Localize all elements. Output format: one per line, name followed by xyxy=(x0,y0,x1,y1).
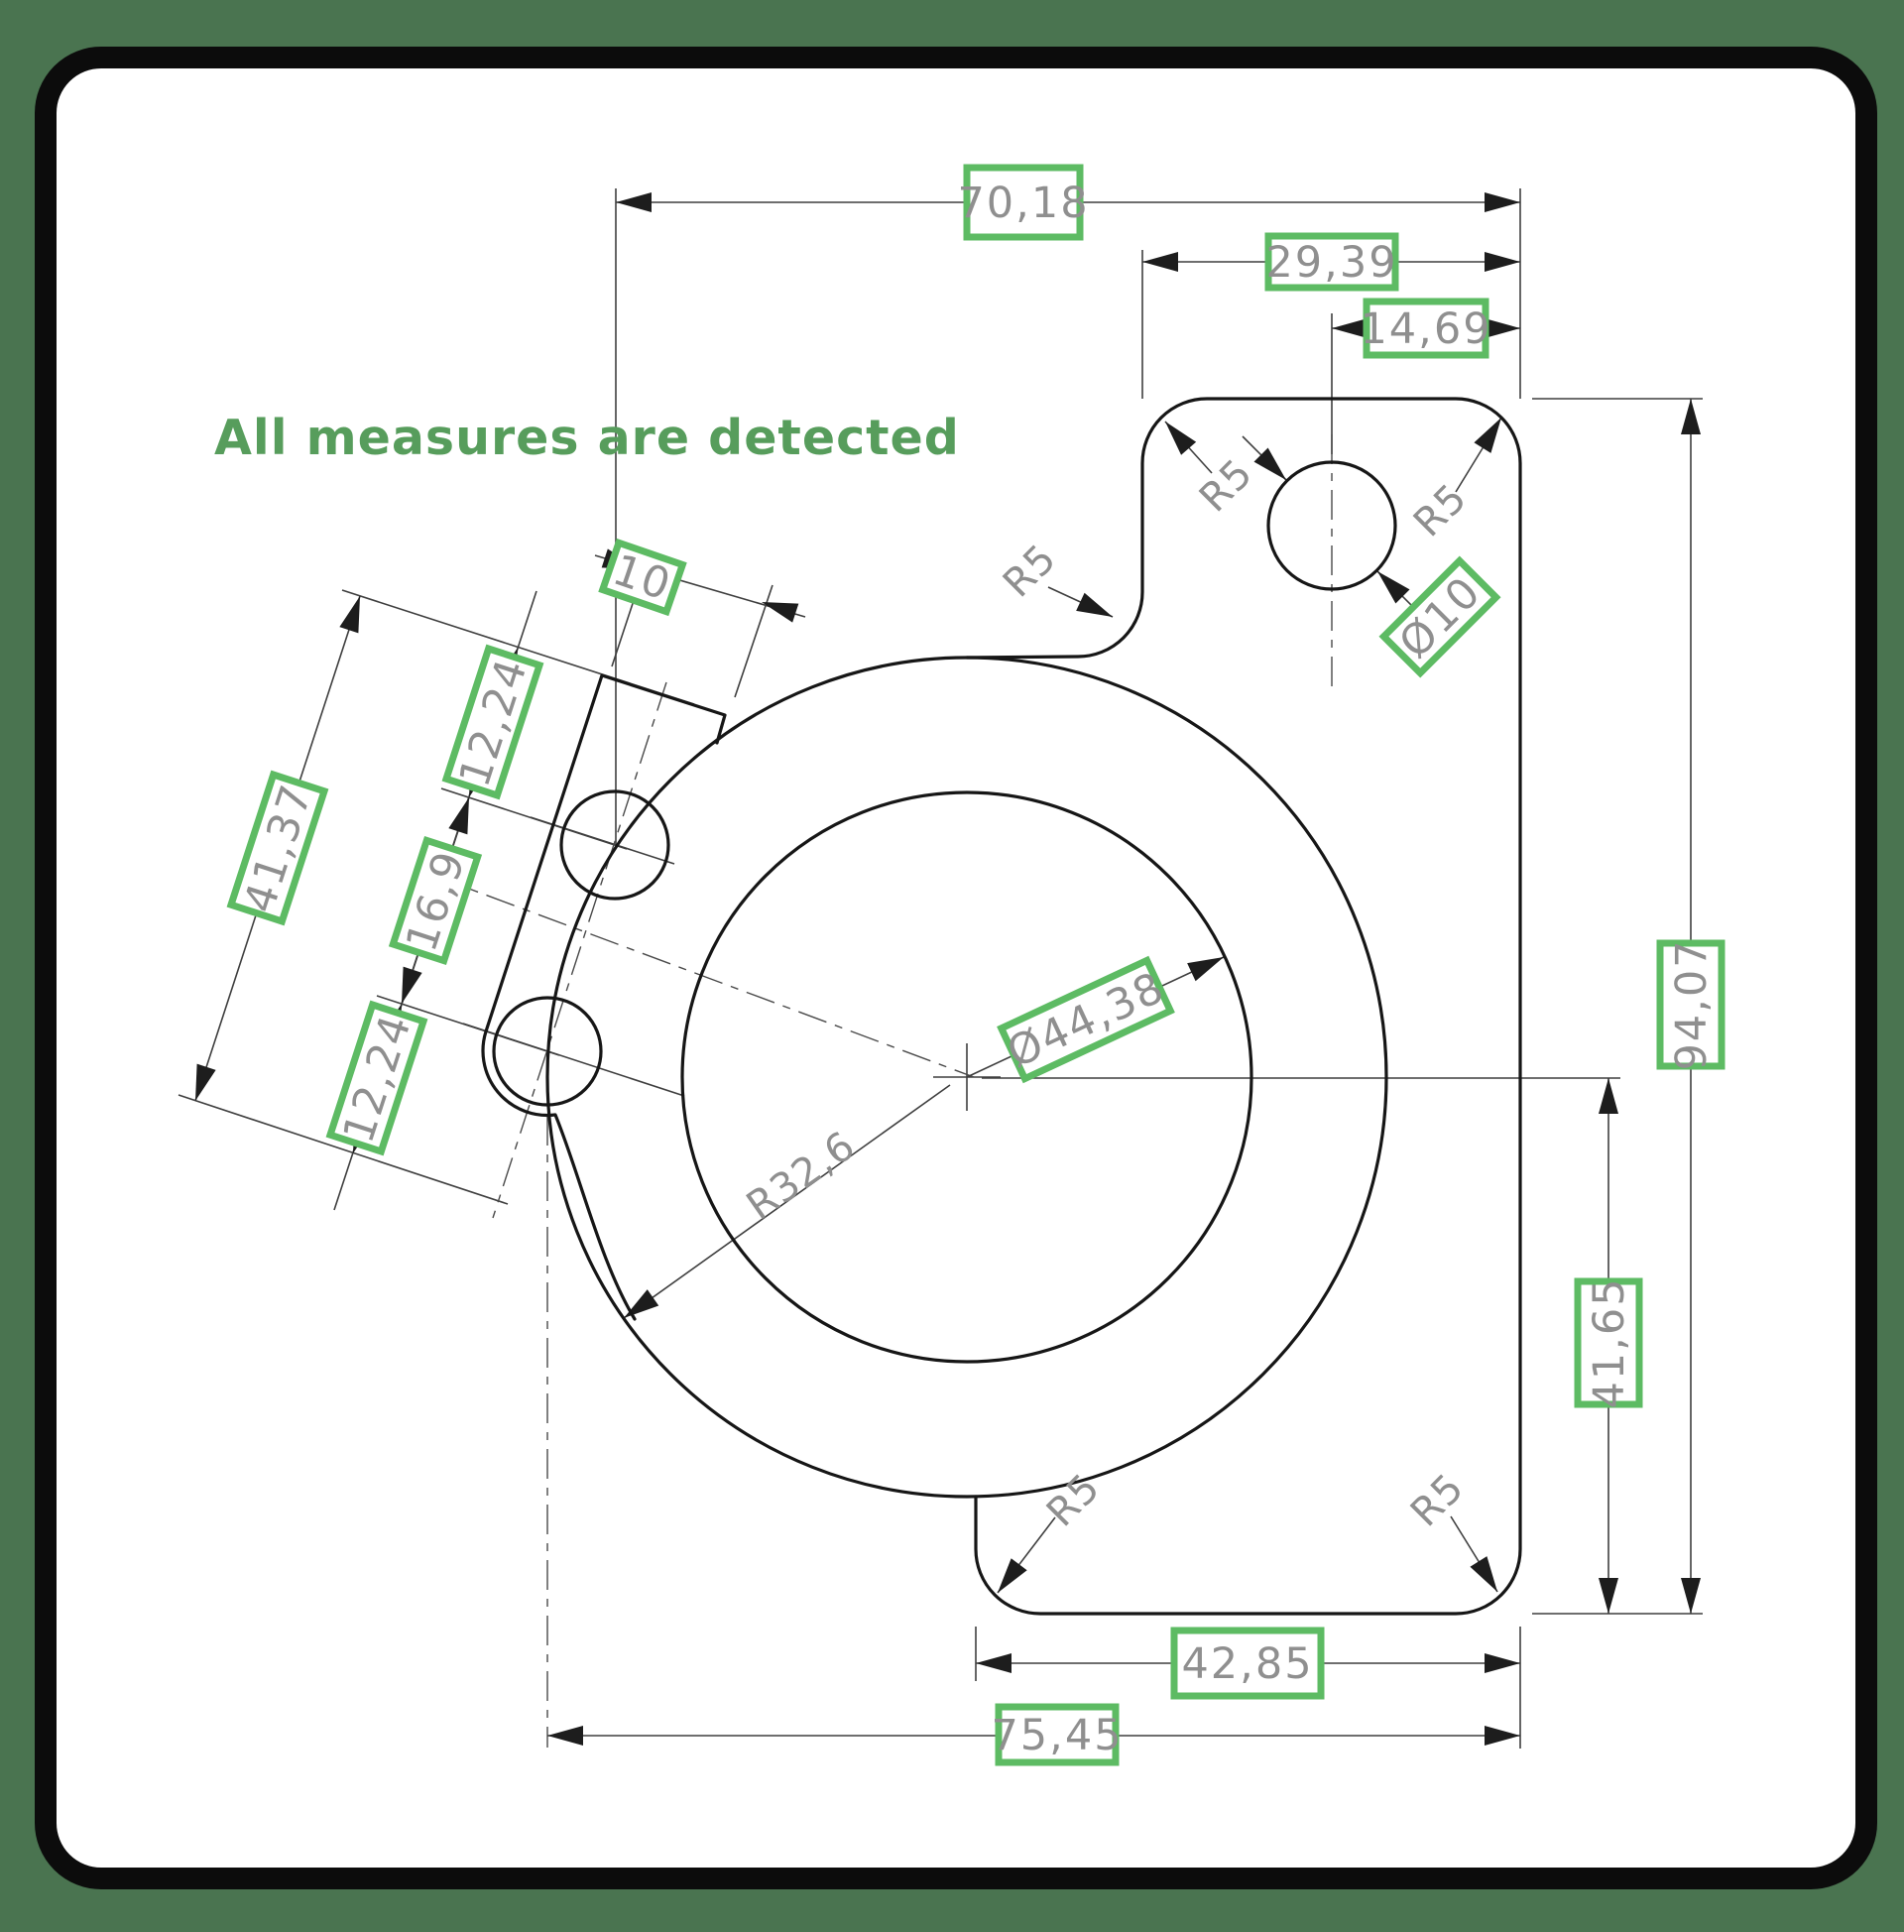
tab-outline xyxy=(481,673,727,1321)
bore-circle xyxy=(680,790,1253,1364)
measure-hole-offset: 14,69 xyxy=(1360,298,1491,359)
measure-top-width: 70,18 xyxy=(957,164,1089,241)
tab-lower-hole xyxy=(492,996,603,1107)
measure-bottom-width: 75,45 xyxy=(991,1703,1123,1766)
svg-text:14,69: 14,69 xyxy=(1360,304,1491,354)
svg-text:75,45: 75,45 xyxy=(991,1711,1123,1760)
dim-line-boss-radius xyxy=(623,1084,951,1319)
measure-right-height: 94,07 xyxy=(1656,938,1726,1071)
measure-notch-width: 29,39 xyxy=(1264,232,1399,292)
extension-lines xyxy=(178,188,1703,1749)
detected-measure-labels: 70,18 29,39 14,69 94,07 41,65 42,85 75,4… xyxy=(226,164,1726,1766)
measure-bottom-inner-width: 42,85 xyxy=(1170,1627,1325,1700)
part-outline xyxy=(481,397,1522,1616)
svg-text:29,39: 29,39 xyxy=(1265,238,1397,288)
body-outline xyxy=(965,397,1522,1616)
svg-text:42,85: 42,85 xyxy=(1181,1639,1313,1689)
page-title: All measures are detected xyxy=(214,410,960,466)
svg-text:94,07: 94,07 xyxy=(1667,938,1717,1070)
tab-upper-hole xyxy=(559,789,670,901)
measure-lower-right-height: 41,65 xyxy=(1574,1276,1643,1409)
top-right-hole xyxy=(1266,460,1397,591)
drawing-card xyxy=(35,47,1877,1889)
svg-text:70,18: 70,18 xyxy=(957,179,1089,228)
svg-text:41,65: 41,65 xyxy=(1585,1276,1634,1408)
